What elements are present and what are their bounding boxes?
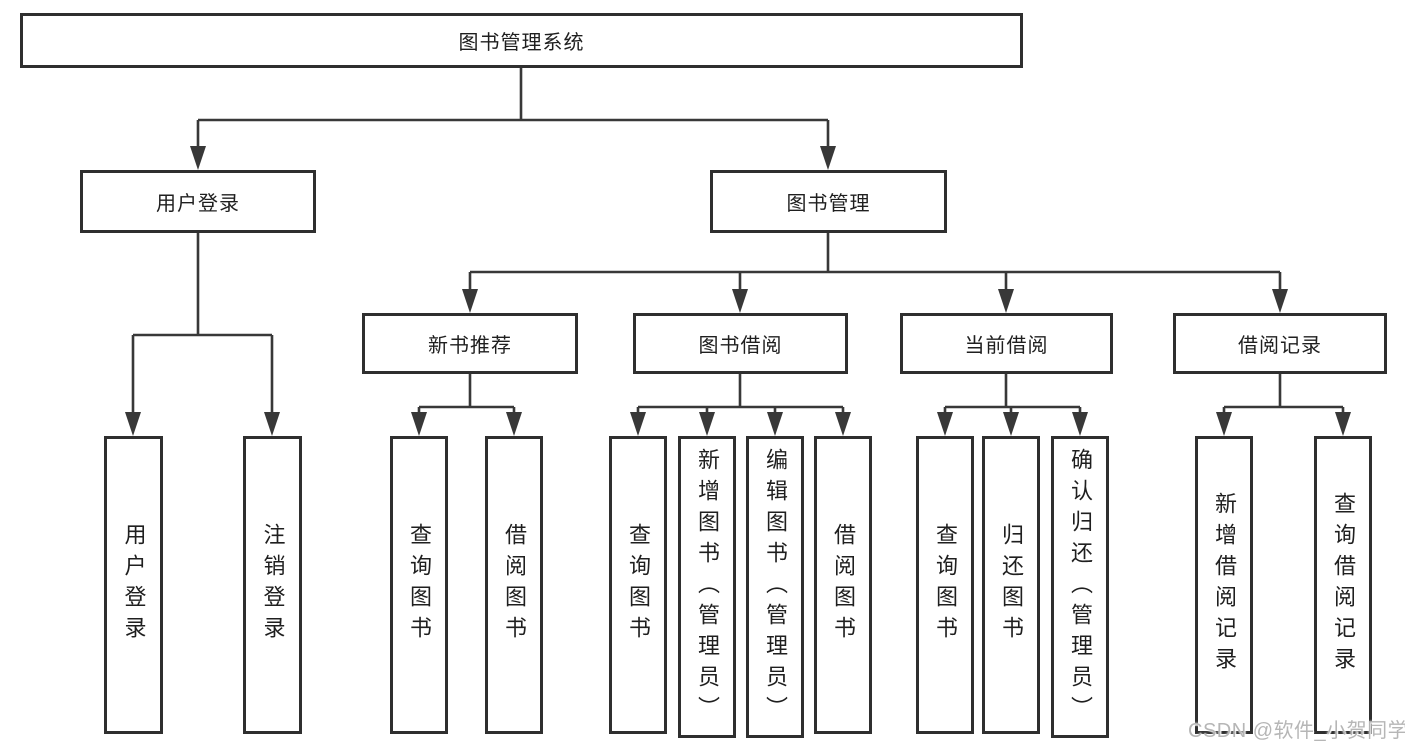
node-current-borrow-label: 当前借阅 [964,335,1049,357]
leaf-return-books-label: 归还图书 [999,523,1024,647]
node-root-label: 图书管理系统 [458,32,585,54]
leaf-query-books-2: 查询图书 [609,436,667,734]
leaf-return-books: 归还图书 [982,436,1040,734]
leaf-logout: 注销登录 [243,436,302,734]
csdn-watermark: CSDN @软件_小贺同学 [1188,720,1405,742]
leaf-logout-label: 注销登录 [260,523,286,647]
leaf-query-borrow-record: 查询借阅记录 [1314,436,1372,734]
leaf-add-books-admin: 新增图书（管理员） [678,436,736,738]
leaf-borrow-books-2: 借阅图书 [814,436,872,734]
leaf-confirm-return-admin-label: 确认归还（管理员） [1068,447,1093,727]
leaf-edit-books-admin-label: 编辑图书（管理员） [763,447,788,727]
leaf-query-books-1: 查询图书 [390,436,448,734]
node-book-management: 图书管理 [710,170,947,233]
node-current-borrow: 当前借阅 [900,313,1113,374]
leaf-edit-books-admin: 编辑图书（管理员） [746,436,804,738]
node-user-login: 用户登录 [80,170,316,233]
node-new-book-recommend-label: 新书推荐 [428,335,512,357]
leaf-borrow-books-2-label: 借阅图书 [831,523,856,647]
leaf-query-books-2-label: 查询图书 [626,523,651,647]
node-borrow-records: 借阅记录 [1173,313,1387,374]
leaf-add-books-admin-label: 新增图书（管理员） [695,447,720,727]
node-book-management-label: 图书管理 [786,193,871,215]
leaf-query-borrow-record-label: 查询借阅记录 [1331,492,1356,678]
leaf-query-books-3-label: 查询图书 [933,523,958,647]
leaf-query-books-1-label: 查询图书 [407,523,432,647]
leaf-add-borrow-record-label: 新增借阅记录 [1212,492,1237,678]
leaf-borrow-books-1: 借阅图书 [485,436,543,734]
leaf-confirm-return-admin: 确认归还（管理员） [1051,436,1109,738]
leaf-borrow-books-1-label: 借阅图书 [502,523,527,647]
leaf-user-login-label: 用户登录 [121,523,147,647]
leaf-user-login: 用户登录 [104,436,163,734]
arrowhead-icons [125,146,1351,436]
node-new-book-recommend: 新书推荐 [362,313,578,374]
node-user-login-label: 用户登录 [156,193,240,215]
node-root-library-system: 图书管理系统 [20,13,1023,68]
leaf-add-borrow-record: 新增借阅记录 [1195,436,1253,734]
node-book-borrow-label: 图书借阅 [698,335,783,357]
node-book-borrow: 图书借阅 [633,313,848,374]
node-borrow-records-label: 借阅记录 [1238,335,1322,357]
leaf-query-books-3: 查询图书 [916,436,974,734]
